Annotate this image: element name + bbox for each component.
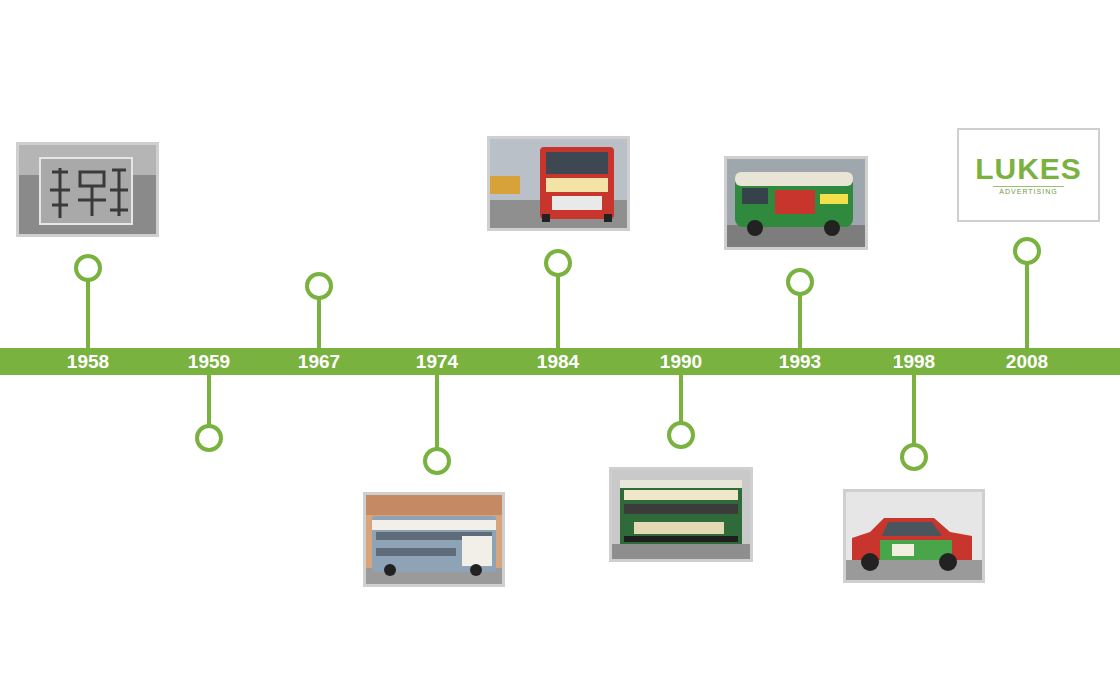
taxi-photo <box>843 489 985 583</box>
year-label: 1974 <box>416 351 458 373</box>
double-decker-photo <box>363 492 505 587</box>
logo-tagline: ADVERTISING <box>993 186 1063 196</box>
year-label: 1990 <box>660 351 702 373</box>
stamp-photo <box>16 142 159 237</box>
tram-photo <box>609 467 753 562</box>
year-label: 1958 <box>67 351 109 373</box>
logo-box: LUKES ADVERTISING <box>957 128 1100 222</box>
timeline-bar <box>0 348 1120 375</box>
year-label: 1993 <box>779 351 821 373</box>
year-label: 1984 <box>537 351 579 373</box>
bus-photo <box>487 136 630 231</box>
year-label: 1998 <box>893 351 935 373</box>
year-label: 2008 <box>1006 351 1048 373</box>
timeline-markers <box>76 239 1039 473</box>
minibus-photo <box>724 156 868 250</box>
year-label: 1967 <box>298 351 340 373</box>
logo-word: LUKES <box>975 154 1082 184</box>
year-label: 1959 <box>188 351 230 373</box>
